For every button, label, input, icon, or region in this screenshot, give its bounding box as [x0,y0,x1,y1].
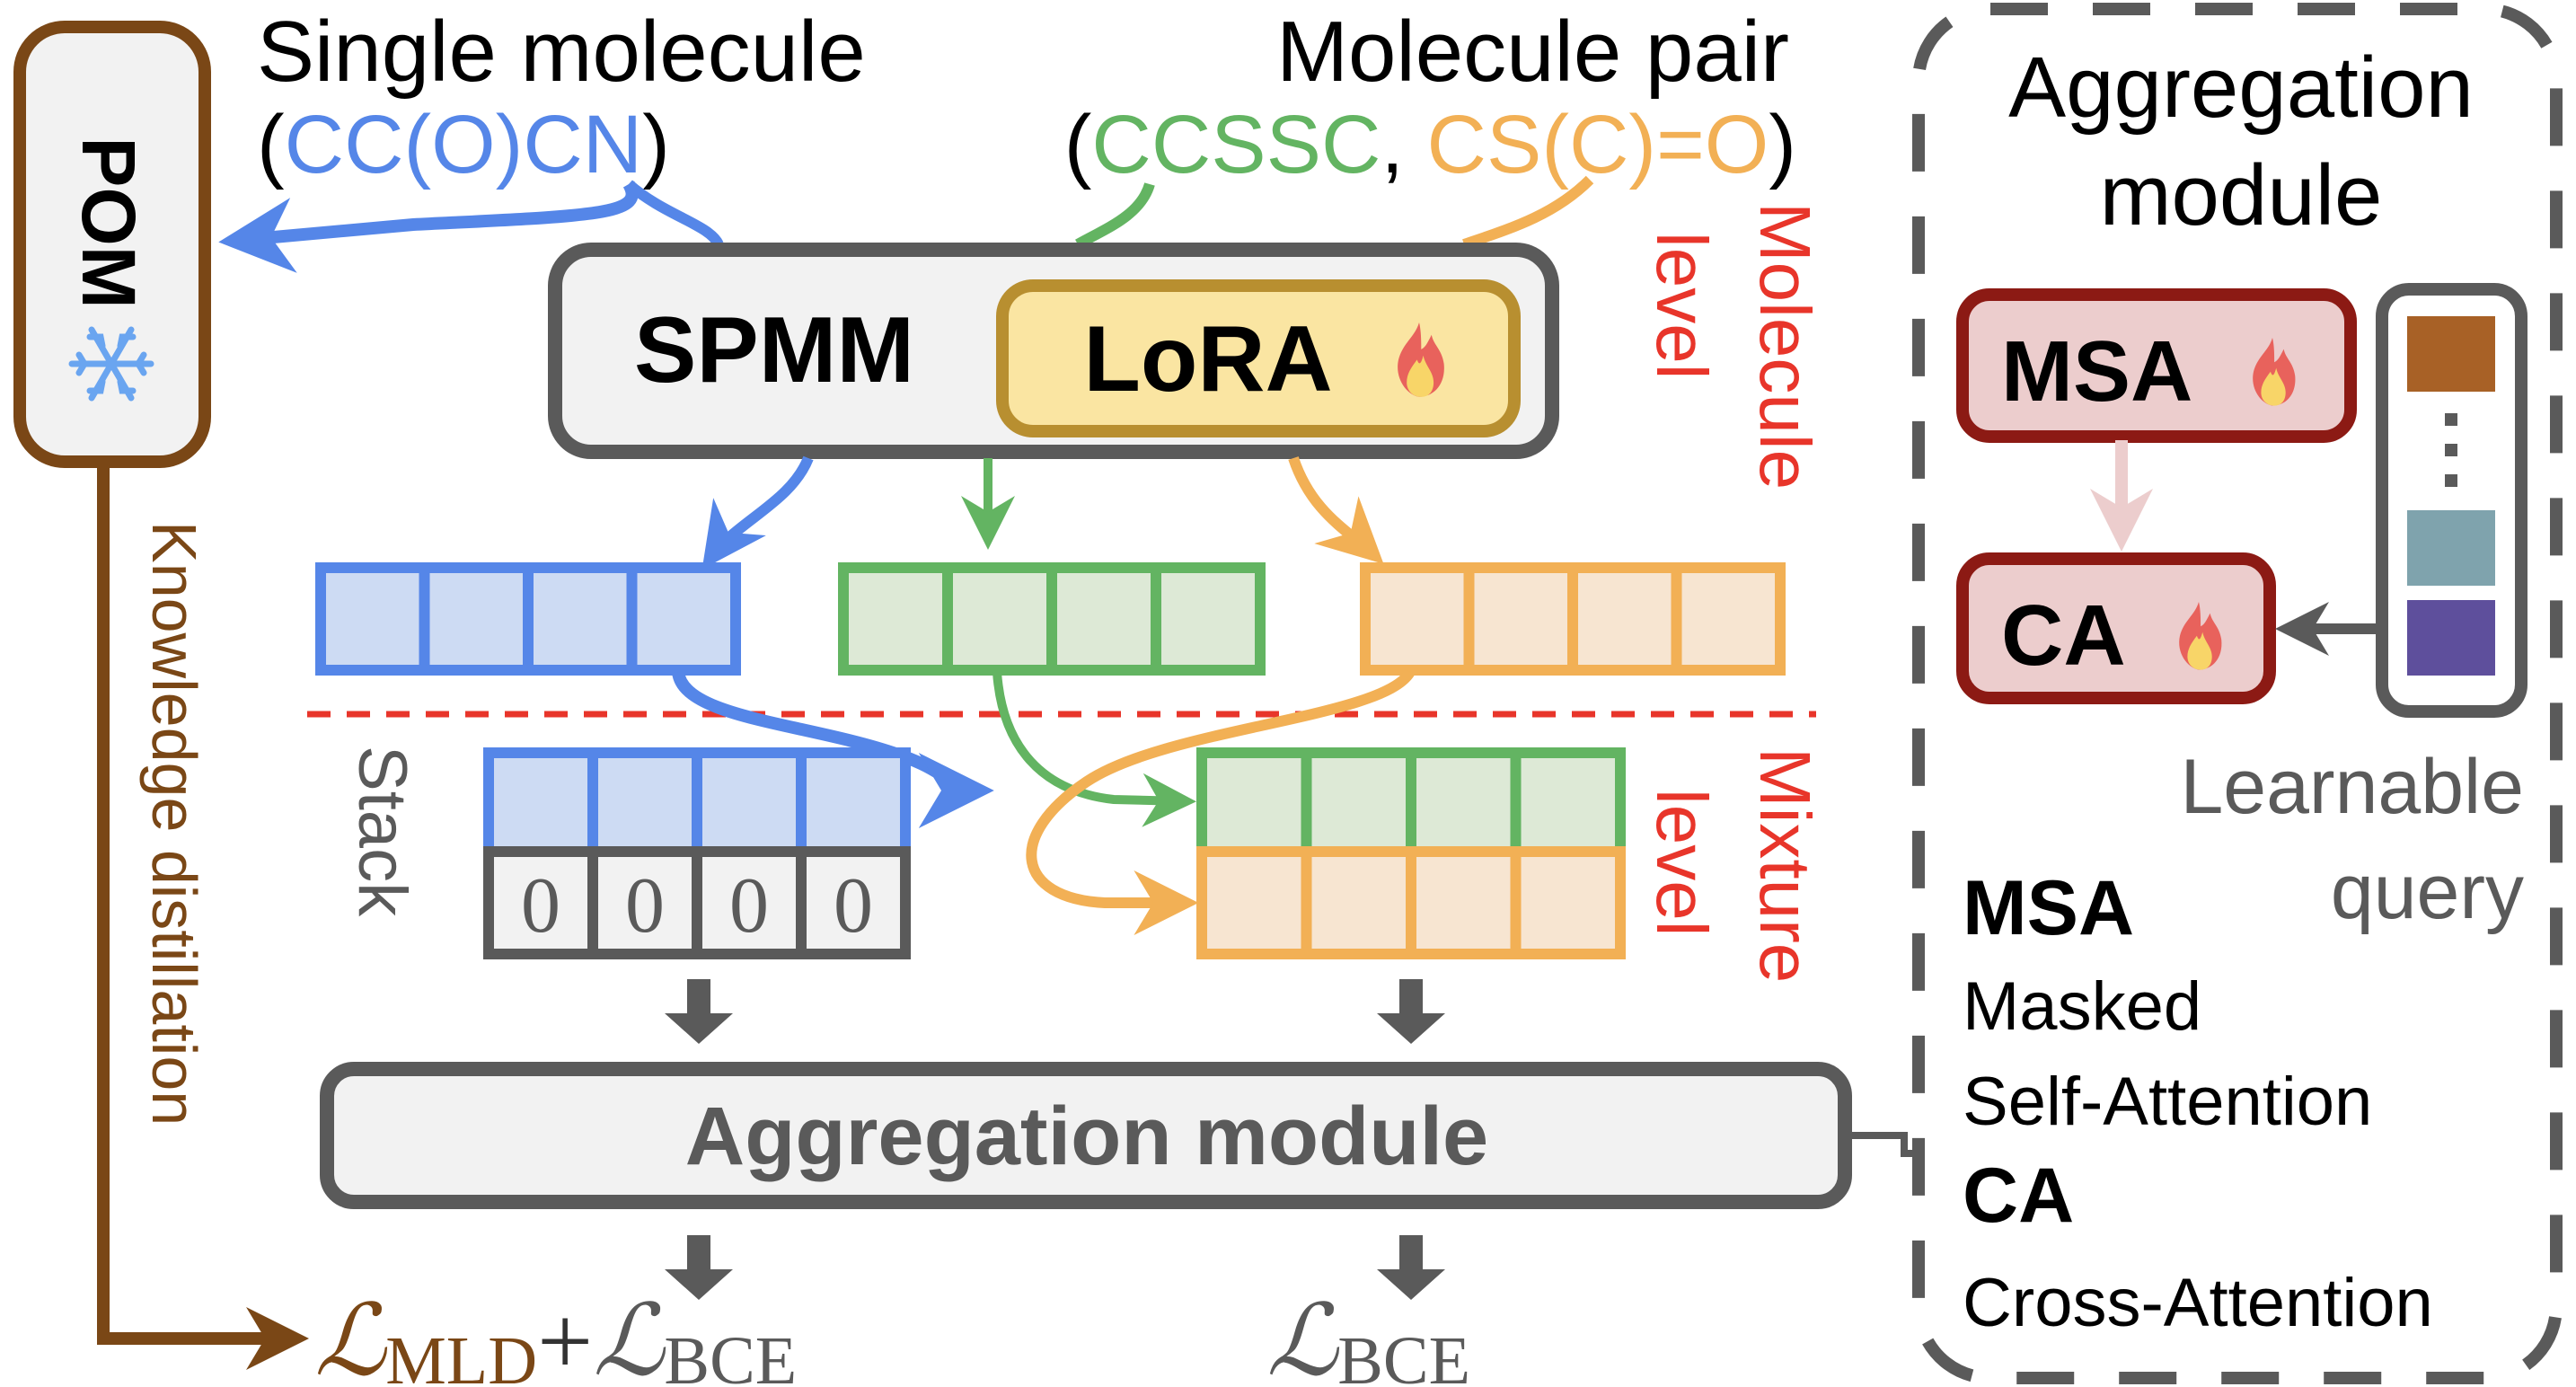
pair-smiles-a: CCSSC [1091,99,1381,190]
ca-block-label: CA [2001,587,2126,684]
single-to-spmm-line [625,180,724,248]
spmm-to-orange-arrow [1288,456,1384,564]
mixture-level-label-2: level [1642,789,1722,937]
loss-bce-subscript-right: BCE [1337,1323,1470,1387]
legend-msa-full-2: Self-Attention [1963,1064,2372,1140]
msa-block-label: MSA [2001,323,2192,420]
legend-ca-full: Cross-Attention [1963,1265,2433,1341]
single-molecule-smiles-line: (CC(O)CN) [257,99,670,190]
lora-label: LoRA [1083,307,1332,411]
molecule-pair-input: Molecule pair (CCSSC, CS(C)=O) [1064,4,1796,190]
panel-title-line-2: module [2100,147,2383,243]
zero-value: 0 [834,862,873,950]
molecule-level-label-1: Molecule [1745,202,1825,490]
single-embedding [315,562,741,676]
aggregation-to-panel-connector [1845,1132,1920,1157]
single-molecule-input: Single molecule (CC(O)CN) [257,4,866,190]
loss-bce-subscript: BCE [664,1323,797,1387]
mixture-level-label-1: Mixture [1745,747,1825,983]
pair-b-to-spmm-line [1462,175,1594,250]
query-ellipsis-dot-3 [2445,474,2457,487]
pair-a-to-spmm-line [1075,181,1155,250]
query-token-2 [2407,510,2495,586]
stacked-pair-b-embedding [1196,846,1626,959]
loss-arrow-right [1377,1235,1445,1300]
loss-mld-subscript: MLD [385,1323,537,1387]
loss-plus: + [537,1286,593,1387]
pom-label: POM [66,137,151,308]
green-to-mixture-arrow [992,671,1196,827]
orange-to-mixture-arrow [1026,668,1416,935]
pom-box [13,21,211,468]
loss-right: ℒBCE [1266,1286,1470,1387]
embedding-cell [1151,562,1266,676]
panel-title-line-1: Aggregation [2008,40,2474,136]
knowledge-distillation-label: Knowledge distillation [139,521,209,1126]
legend-msa-full-1: Masked [1963,968,2201,1045]
embedding-cell [1671,562,1786,676]
zero-value: 0 [729,862,769,950]
query-token-3 [2407,600,2495,676]
legend-msa-abbr: MSA [1963,865,2134,951]
pair-a-embedding [838,562,1266,676]
lora-box [996,279,1521,437]
zero-value: 0 [625,862,665,950]
single-to-pom-arrow [218,181,639,273]
loss-arrow-left [665,1235,733,1300]
query-ellipsis-dot-1 [2445,413,2457,426]
learnable-query-label-1: Learnable [2180,744,2524,830]
spmm-label: SPMM [634,298,914,402]
stacked-single-embedding [483,747,911,857]
embedding-cell [796,846,911,959]
spmm-encoder: SPMM LoRA [548,243,1559,459]
zero-value: 0 [521,862,560,950]
pair-smiles-b: CS(C)=O [1427,99,1769,190]
pom-model: POM [13,21,211,468]
molecule-pair-title: Molecule pair [1276,4,1789,100]
spmm-to-blue-arrow [701,455,814,570]
distillation-arrow [97,462,309,1370]
panel-dashed-border [1912,3,2563,1384]
loss-left: ℒMLD+ℒBCE [314,1286,797,1387]
legend-ca-abbr: CA [1963,1153,2074,1239]
aggregation-module-detail-panel: Aggregation module MSA CA Learnable quer… [1912,3,2563,1384]
query-token-1 [2407,316,2495,392]
embedding-cell [626,562,741,676]
down-arrow-left [665,979,733,1044]
embedding-cell [1510,846,1626,959]
stacked-pair-a-embedding [1196,747,1626,857]
single-smiles: CC(O)CN [285,99,643,190]
msa-block [1956,288,2357,443]
molecule-level-label-2: level [1642,232,1722,380]
blue-to-stack-arrow [672,670,994,828]
learnable-query-label-2: query [2331,849,2524,935]
pair-b-embedding [1360,562,1786,676]
snowflake-icon [68,326,154,402]
aggregation-module-label: Aggregation module [685,1091,1488,1182]
stack-label: Stack [344,746,420,917]
single-molecule-title: Single molecule [257,4,866,100]
down-arrow-right [1377,979,1445,1044]
query-ellipsis-dot-2 [2445,444,2457,456]
molecule-pair-smiles-line: (CCSSC, CS(C)=O) [1064,99,1796,190]
